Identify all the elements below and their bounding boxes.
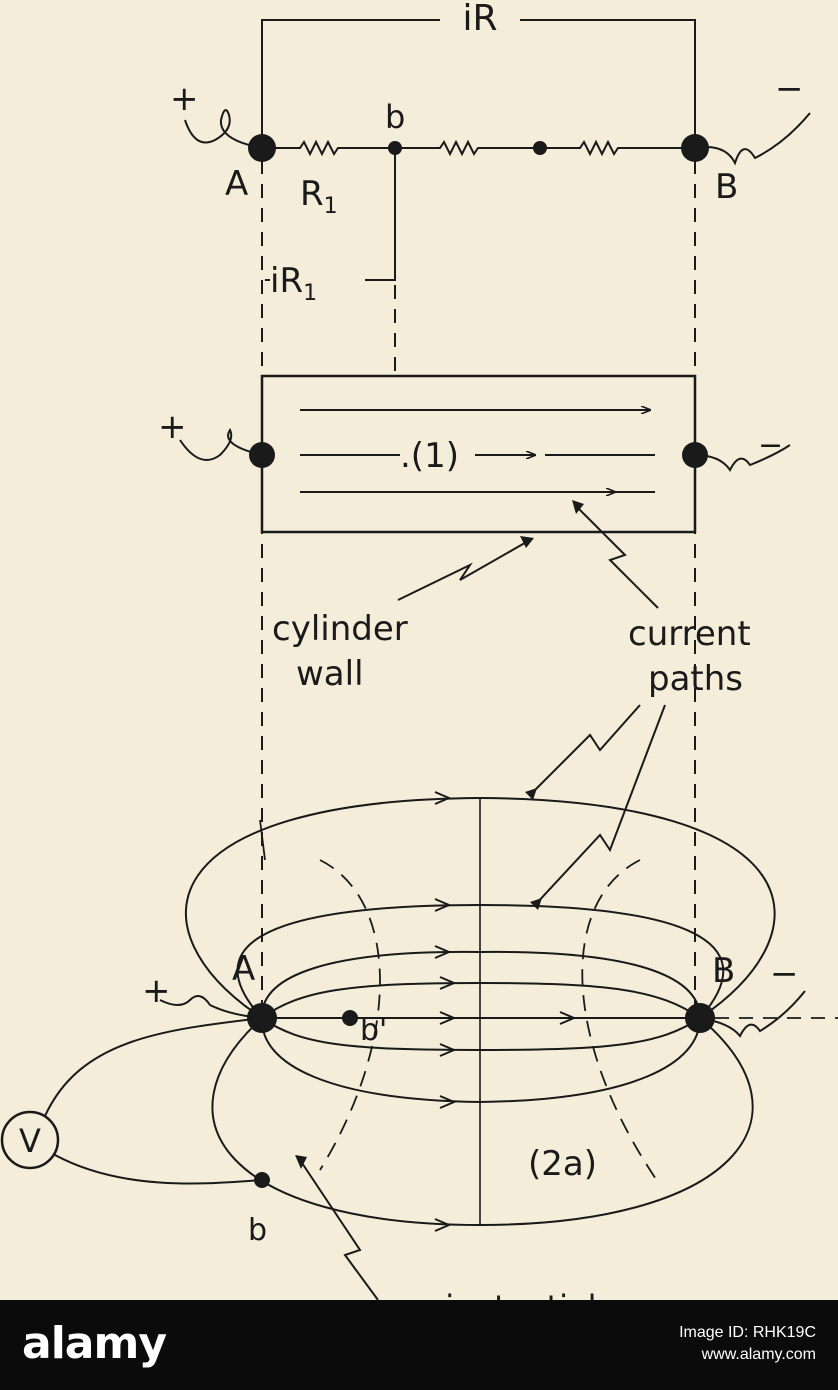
top-circuit: iR + − A B b R1 iR1: [170, 0, 811, 306]
equipotential-short-left: [259, 819, 266, 861]
figure-1-cylinder: .(1) + −: [158, 374, 791, 609]
ir-bracket: [261, 19, 696, 150]
field-line-4: [261, 981, 701, 1019]
node-a-label-top: A: [225, 164, 248, 204]
field-line-3: [260, 950, 701, 1019]
dashed-guides: [261, 160, 696, 1005]
plus-sign-top: +: [170, 79, 199, 119]
cylinder-wall-pointer: [397, 539, 531, 601]
current-paths-pointer-2: [529, 704, 641, 796]
figure-2a-field: V + − A B b' b (2a) equipotential: [0, 704, 838, 1300]
right-lead: [694, 112, 811, 166]
top-voltage-label: iR: [462, 0, 497, 39]
field-line-5: [261, 1017, 701, 1052]
equipotential-left: [319, 859, 381, 1171]
voltmeter-lead-top: [44, 1017, 263, 1117]
watermark-footer: alamy Image ID: RHK19C www.alamy.com: [0, 1300, 838, 1390]
voltmeter-label: V: [19, 1122, 41, 1160]
image-id: Image ID: RHK19C: [679, 1324, 816, 1341]
b-prime-label: b': [360, 1013, 387, 1048]
circuit-diagram: iR + − A B b R1 iR1 .(1): [0, 0, 838, 1300]
field-node-b-prime: [342, 1010, 358, 1026]
current-paths-label-line2: paths: [648, 659, 743, 699]
cylinder-right-lead: [694, 444, 791, 472]
left-lead: [184, 109, 263, 149]
field-left-lead: [159, 995, 263, 1019]
equipotential-label: equipotential: [385, 1288, 597, 1300]
field-node-b-label: B: [712, 951, 735, 991]
minus-sign-field: −: [770, 954, 799, 994]
field-node-a-label: A: [232, 949, 255, 989]
voltmeter: [0, 1110, 60, 1170]
brand-logo: alamy: [22, 1318, 167, 1369]
current-paths-pointer-3: [534, 704, 666, 906]
plus-sign-field: +: [142, 971, 171, 1011]
minus-sign-top: −: [775, 69, 804, 109]
footer-info: Image ID: RHK19C www.alamy.com: [679, 1322, 816, 1366]
equipotential-pointer: [299, 1159, 379, 1300]
equipotential-right: [581, 859, 661, 1186]
field-node-b-small-label: b: [248, 1213, 267, 1248]
current-paths-label-line1: current: [628, 614, 751, 654]
plus-sign-cyl: +: [158, 407, 187, 447]
figure-1-label: .(1): [400, 436, 459, 476]
resistor-label: R1: [300, 174, 338, 219]
ir1-bracket: [265, 148, 396, 281]
node-b-label-top: B: [715, 167, 738, 207]
minus-sign-cyl: −: [758, 428, 783, 463]
middle-dot: [533, 141, 547, 155]
current-paths-pointer: [574, 504, 659, 609]
cylinder-left-lead: [179, 428, 263, 461]
field-line-6: [260, 1017, 701, 1104]
field-right-lead: [699, 990, 806, 1038]
figure-2a-label: (2a): [528, 1144, 597, 1184]
voltmeter-lead-bottom: [54, 1154, 263, 1185]
series-resistor-chain: [262, 139, 695, 157]
site-url: www.alamy.com: [701, 1346, 816, 1363]
partial-voltage-label: iR1: [270, 261, 317, 306]
diagram-canvas: iR + − A B b R1 iR1 .(1): [0, 0, 838, 1300]
cylinder-wall-label-line2: wall: [296, 654, 364, 694]
node-b-small-label-top: b: [385, 98, 405, 136]
cylinder-wall-label-line1: cylinder: [272, 609, 408, 649]
